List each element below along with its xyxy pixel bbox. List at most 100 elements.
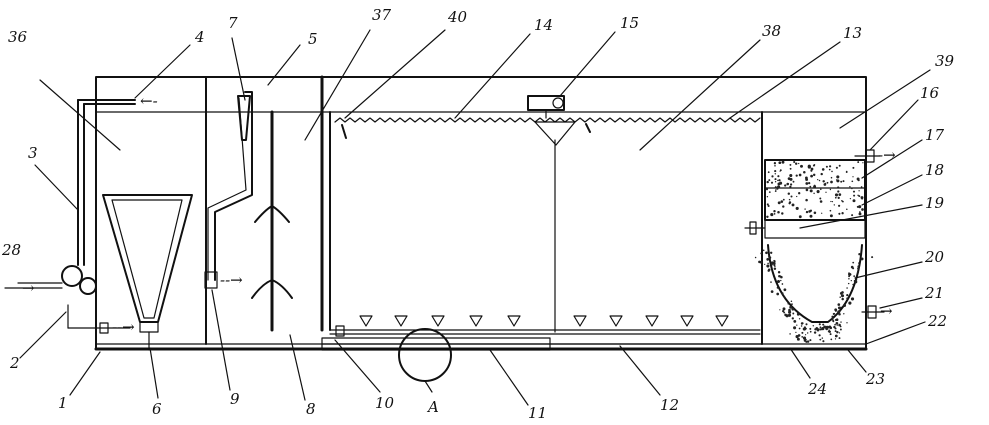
filter-media-speckles — [754, 160, 874, 343]
media-grain — [839, 292, 843, 295]
media-grain — [825, 328, 827, 330]
leader-15 — [559, 31, 616, 97]
media-grain — [852, 261, 855, 264]
media-grain — [779, 169, 782, 172]
media-grain — [837, 306, 841, 310]
media-grain — [801, 336, 804, 338]
media-grain — [830, 200, 832, 203]
media-grain — [837, 303, 841, 306]
media-grain — [787, 192, 791, 195]
media-grain — [834, 330, 837, 333]
media-grain — [834, 318, 837, 321]
media-grain — [849, 273, 852, 276]
media-grain — [841, 212, 844, 215]
media-grain — [804, 208, 806, 210]
media-grain — [773, 267, 777, 271]
media-grain — [774, 181, 777, 183]
media-grain — [829, 165, 832, 168]
media-grain — [829, 214, 833, 218]
media-grain — [851, 180, 854, 183]
label-18: 18 — [925, 161, 944, 179]
media-grain — [808, 181, 811, 185]
left-piping: ←- → --→ — [4, 92, 158, 336]
media-grain — [798, 192, 801, 195]
media-grain — [837, 196, 840, 200]
media-grain — [848, 275, 851, 278]
filter-zone: -→ → — [744, 146, 896, 323]
media-grain — [796, 195, 798, 198]
media-grain — [777, 179, 779, 182]
media-grain — [852, 283, 854, 286]
media-grain — [776, 292, 780, 296]
media-grain — [829, 209, 832, 212]
leader-10 — [334, 339, 381, 393]
media-grain — [778, 161, 782, 165]
diffuser — [394, 315, 408, 327]
media-grain — [860, 186, 863, 188]
media-grain — [768, 256, 772, 260]
leader-16 — [869, 99, 919, 151]
media-grain — [820, 172, 823, 176]
blower-fan — [552, 97, 564, 109]
media-grain — [812, 173, 816, 177]
label-23: 23 — [865, 370, 885, 388]
media-grain — [766, 196, 769, 198]
media-grain — [840, 306, 842, 308]
media-grain — [789, 173, 793, 178]
filter-media-box — [764, 159, 866, 221]
media-grain — [788, 308, 791, 312]
media-grain — [805, 198, 808, 202]
media-grain — [796, 312, 800, 316]
valve-9-arrow: --→ — [220, 271, 243, 289]
media-grain — [842, 303, 847, 308]
media-grain — [822, 180, 825, 183]
media-grain — [851, 187, 853, 190]
media-grain — [777, 211, 780, 214]
leader-36 — [39, 79, 121, 151]
media-grain — [795, 174, 798, 177]
media-grain — [777, 185, 781, 189]
reference-labels: 36 3 28 2 1 4 7 5 37 40 14 15 38 13 39 1… — [1, 6, 955, 422]
media-grain — [841, 297, 844, 301]
media-grain — [789, 177, 793, 181]
media-grain — [768, 191, 771, 193]
leader-14 — [454, 33, 531, 119]
media-grain — [770, 251, 773, 254]
mixer-blade-lower — [251, 279, 293, 299]
media-grain — [821, 337, 824, 339]
media-grain — [832, 312, 835, 315]
media-grain — [821, 212, 823, 214]
media-grain — [773, 213, 776, 215]
media-grain — [771, 175, 774, 178]
media-grain — [813, 211, 817, 215]
media-grain — [788, 310, 792, 314]
leader-8 — [289, 334, 306, 401]
label-22: 22 — [927, 312, 947, 330]
media-grain — [776, 286, 779, 289]
media-grain — [850, 279, 852, 282]
media-grain — [777, 175, 780, 178]
label-6: 6 — [152, 400, 162, 418]
media-grain — [805, 178, 809, 181]
diffuser — [680, 315, 694, 327]
media-grain — [770, 181, 774, 184]
media-grain — [770, 213, 774, 217]
media-grain — [849, 197, 852, 200]
pump-body — [61, 265, 83, 287]
label-8: 8 — [306, 400, 316, 418]
manifold-valve — [335, 325, 345, 337]
media-grain — [860, 196, 864, 200]
media-grain — [841, 200, 843, 202]
diffuser — [609, 315, 623, 327]
mixer — [251, 110, 293, 332]
media-grain — [796, 324, 798, 326]
dosing-line-inner — [207, 97, 247, 281]
label-16: 16 — [920, 84, 940, 102]
media-grain — [830, 176, 833, 179]
media-grain — [767, 171, 770, 174]
media-grain — [770, 281, 772, 283]
media-grain — [777, 201, 781, 205]
media-grain — [838, 332, 841, 334]
media-grain — [834, 334, 838, 338]
